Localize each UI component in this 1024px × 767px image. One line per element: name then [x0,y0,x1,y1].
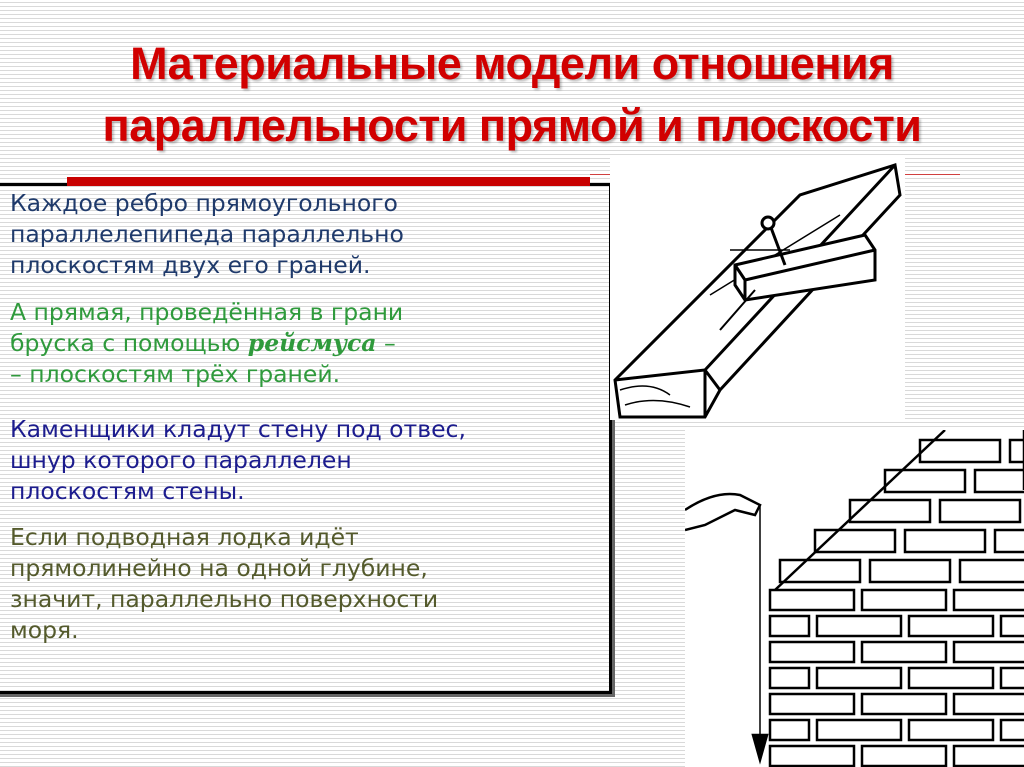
brick [778,558,862,584]
brick [815,666,903,690]
brick [768,614,811,638]
slide-title-line-2: параллельности прямой и плоскости [102,100,922,151]
brick [815,718,903,742]
marking-gauge-illustration [610,155,905,420]
brick [768,692,856,716]
brick [768,744,856,767]
brick [952,588,1024,612]
brick [938,498,1022,524]
brick [860,640,948,664]
brick [918,438,1002,464]
brick [903,528,987,554]
brick [860,744,948,767]
brick [993,528,1024,554]
brick [907,614,995,638]
brick [952,640,1024,664]
brick [952,692,1024,716]
paragraph-edges: Каждое ребро прямоугольного параллелепип… [10,189,404,279]
emphasis-term: рейсмуса [247,329,377,357]
paragraph-submarine: Если подводная лодка идёт прямолинейно н… [10,523,439,644]
accent-bar [67,177,590,186]
paragraph-masons: Каменщики кладут стену под отвес, шнур к… [10,415,466,505]
brick [868,558,952,584]
brick [768,666,811,690]
brick [907,718,995,742]
brick [952,744,1024,767]
paragraph-text: – – плоскостям трёх граней. [10,329,396,388]
brick [860,588,948,612]
brick [768,718,811,742]
paragraph-text: А прямая, проведённая в грани бруска с п… [10,298,404,357]
brick [768,640,856,664]
brick [815,614,903,638]
brick [813,528,897,554]
slide-title-line-1: Материальные модели отношения [130,38,894,89]
brick [883,468,967,494]
paragraph-marking-gauge: А прямая, проведённая в грани бруска с п… [10,297,403,390]
brick [973,468,1024,494]
brick [999,718,1024,742]
brick-wall-plumb-illustration [684,429,1024,767]
brick [958,558,1024,584]
brick [999,666,1024,690]
brick [907,666,995,690]
brick [999,614,1024,638]
brick [1008,438,1024,464]
brick [860,692,948,716]
brick [768,588,856,612]
brick [848,498,932,524]
